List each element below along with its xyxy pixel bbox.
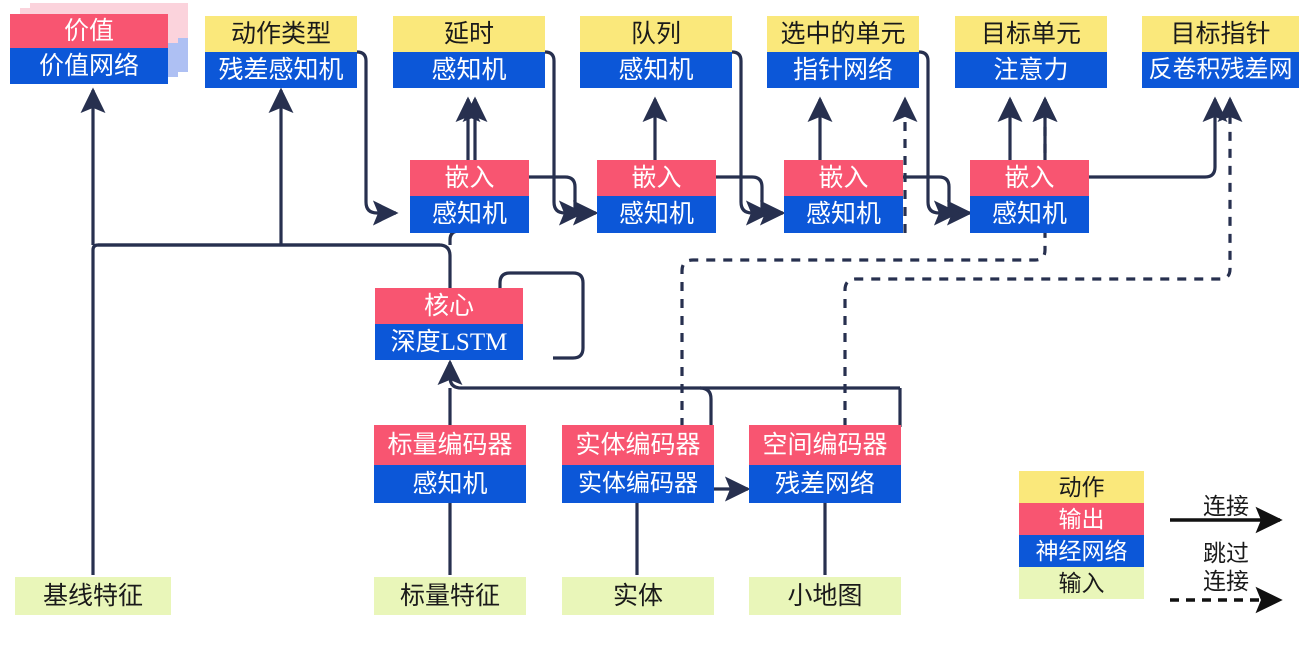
head-target-unit[interactable]: 目标单元 注意力	[955, 16, 1107, 88]
embed-1[interactable]: 嵌入 感知机	[410, 160, 529, 233]
legend-network-swatch: 神经网络	[1019, 535, 1144, 567]
head-action-type-bottom-label: 残差感知机	[205, 52, 357, 88]
embed-4[interactable]: 嵌入 感知机	[970, 160, 1089, 233]
wire-embed2-to-embed3	[716, 175, 786, 226]
head-delay-top-label: 延时	[393, 16, 545, 52]
legend-action-swatch: 动作	[1019, 471, 1144, 503]
head-target-point-top-label: 目标指针	[1142, 16, 1299, 52]
legend-output-swatch: 输出	[1019, 503, 1144, 535]
core-bottom-label: 深度LSTM	[375, 324, 523, 360]
scalar-encoder[interactable]: 标量编码器 感知机	[374, 425, 526, 503]
entity-encoder-bottom-label: 实体编码器	[562, 465, 714, 503]
embed-3[interactable]: 嵌入 感知机	[784, 160, 903, 233]
input-scalar-features-label: 标量特征	[399, 582, 500, 610]
legend-swatch-stack: 动作 输出 神经网络 输入	[1019, 471, 1144, 599]
wire-embed3-to-embed4	[903, 175, 973, 226]
legend-edge-samples	[1170, 506, 1283, 614]
embed-2-bottom-label: 感知机	[597, 196, 716, 233]
wire-baseline-to-bus	[91, 243, 440, 575]
scalar-encoder-bottom-label: 感知机	[374, 465, 526, 503]
head-value[interactable]: 价值 价值网络	[10, 14, 168, 84]
spatial-encoder-top-label: 空间编码器	[749, 425, 901, 465]
wire-embed1-to-embed2	[529, 175, 599, 226]
entity-encoder-top-label: 实体编码器	[562, 425, 714, 465]
wire-queue-to-embed3	[731, 50, 772, 226]
head-value-top-label: 价值	[10, 14, 168, 48]
scalar-encoder-top-label: 标量编码器	[374, 425, 526, 465]
legend-input-swatch: 输入	[1019, 567, 1144, 599]
head-value-bottom-label: 价值网络	[10, 48, 168, 84]
core-top-label: 核心	[375, 288, 523, 324]
embed-3-bottom-label: 感知机	[784, 196, 903, 233]
embed-1-top-label: 嵌入	[410, 160, 529, 196]
head-selected-units[interactable]: 选中的单元 指针网络	[767, 16, 919, 88]
spatial-encoder-bottom-label: 残差网络	[749, 465, 901, 503]
legend-skip-label-1: 跳过	[1203, 541, 1249, 566]
embed-3-top-label: 嵌入	[784, 160, 903, 196]
head-action-type[interactable]: 动作类型 残差感知机	[205, 16, 357, 88]
head-delay[interactable]: 延时 感知机	[393, 16, 545, 88]
skip-entity-to-target-unit	[843, 96, 1243, 427]
head-queue-top-label: 队列	[580, 16, 732, 52]
embed-4-top-label: 嵌入	[970, 160, 1089, 196]
input-scalar-features[interactable]: 标量特征	[374, 577, 526, 615]
input-minimap[interactable]: 小地图	[749, 577, 901, 615]
head-target-point-bottom-label: 反卷积残差网	[1142, 52, 1299, 88]
head-queue[interactable]: 队列 感知机	[580, 16, 732, 88]
head-selected-units-bottom-label: 指针网络	[767, 52, 919, 88]
wire-core-to-bus	[98, 243, 452, 290]
head-target-unit-top-label: 目标单元	[955, 16, 1107, 52]
wire-core-recurrent	[498, 271, 585, 360]
wire-delay-to-embed2	[544, 50, 585, 226]
legend-skip-label-2: 连接	[1203, 569, 1249, 594]
wire-embed4-to-target-pointer	[1088, 96, 1228, 179]
input-entities[interactable]: 实体	[562, 577, 714, 615]
input-minimap-label: 小地图	[787, 582, 863, 610]
embed-2[interactable]: 嵌入 感知机	[597, 160, 716, 233]
skip-entity-to-selected	[680, 96, 1058, 427]
input-baseline-features[interactable]: 基线特征	[15, 577, 171, 615]
head-queue-bottom-label: 感知机	[580, 52, 732, 88]
head-target-unit-bottom-label: 注意力	[955, 52, 1107, 88]
embed-2-top-label: 嵌入	[597, 160, 716, 196]
wire-encoder-bus	[437, 359, 900, 390]
legend-connection-label: 连接	[1203, 494, 1249, 519]
embed-4-bottom-label: 感知机	[970, 196, 1089, 233]
head-selected-units-top-label: 选中的单元	[767, 16, 919, 52]
input-baseline-features-label: 基线特征	[42, 582, 143, 610]
core-module[interactable]: 核心 深度LSTM	[375, 288, 523, 360]
input-entities-label: 实体	[612, 582, 663, 610]
wire-entity-to-bus	[699, 386, 713, 427]
embed-1-bottom-label: 感知机	[410, 196, 529, 233]
spatial-encoder[interactable]: 空间编码器 残差网络	[749, 425, 901, 503]
head-target-point[interactable]: 目标指针 反卷积残差网	[1142, 16, 1299, 88]
head-delay-bottom-label: 感知机	[393, 52, 545, 88]
wire-action-type-to-embed1	[356, 50, 399, 226]
head-action-type-top-label: 动作类型	[205, 16, 357, 52]
entity-encoder[interactable]: 实体编码器 实体编码器	[562, 425, 714, 503]
wire-selected-to-embed4	[918, 50, 960, 226]
